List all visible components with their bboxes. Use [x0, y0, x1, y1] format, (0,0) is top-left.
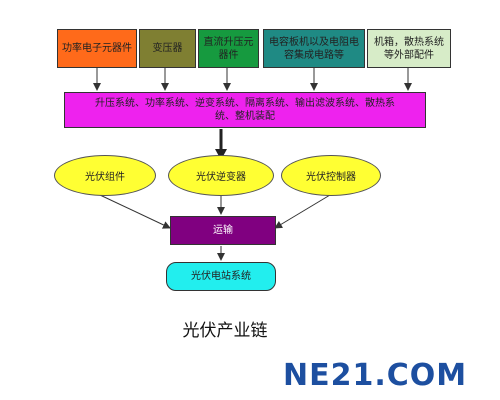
transport-box: 运输 [170, 216, 276, 245]
top-box-power-electronics: 功率电子元器件 [57, 29, 137, 68]
ellipse-pv-module: 光伏组件 [54, 155, 156, 196]
ellipse-pv-controller: 光伏控制器 [281, 155, 381, 196]
pv-station-box: 光伏电站系统 [166, 262, 276, 291]
top-box-transformer: 变压器 [139, 29, 196, 68]
middle-systems-bar: 升压系统、功率系统、逆变系统、隔离系统、输出滤波系统、散热系统、整机装配 [64, 92, 426, 128]
arrow-controller-to-transport [274, 194, 331, 229]
arrow-module-to-transport [99, 194, 171, 229]
top-box-enclosure: 机箱，散热系统等外部配件 [367, 29, 451, 68]
top-box-circuit-board: 电容板机以及电阻电容集成电路等 [263, 29, 365, 68]
logo-text: NE21.COM [283, 358, 468, 393]
ellipse-pv-inverter: 光伏逆变器 [168, 155, 274, 196]
top-box-dc-boost: 直流升压元器件 [198, 29, 259, 68]
ne21-logo: NE21.COM [283, 358, 488, 394]
diagram-caption: 光伏产业链 [182, 321, 268, 341]
